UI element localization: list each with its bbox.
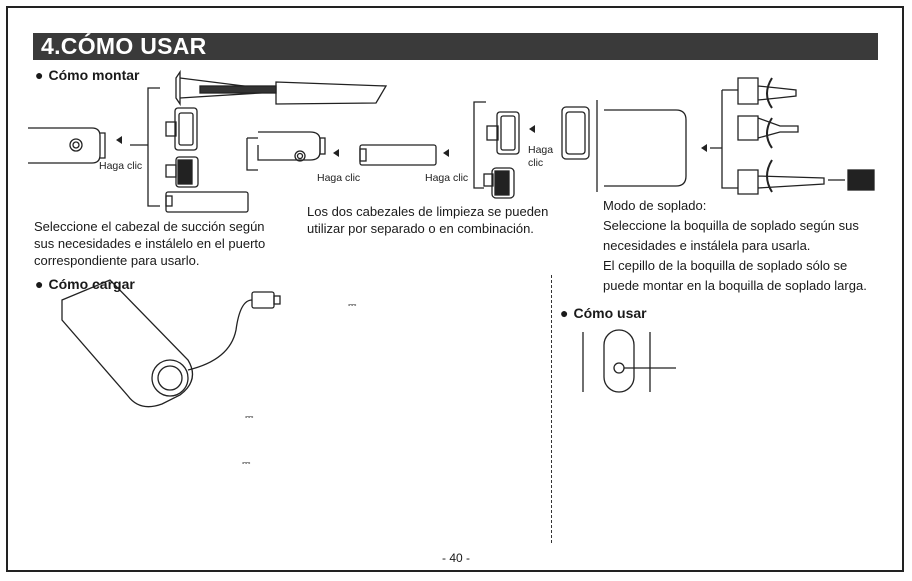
blow-mode-title: Modo de soplado: (603, 198, 707, 213)
use-heading: ●Cómo usar (560, 305, 647, 321)
mount-middle-line: Los dos cabezales de limpieza se pueden (307, 204, 549, 219)
blow-line: puede montar en la boquilla de soplado l… (603, 278, 867, 293)
blow-body (604, 109, 687, 187)
charge-heading-text: Cómo cargar (48, 276, 135, 292)
click-label-2: Haga clic (317, 172, 361, 184)
wide-head (174, 107, 198, 151)
click-label-3: Haga clic (425, 172, 469, 184)
power-button (613, 362, 625, 374)
bullet-dot: ● (35, 276, 44, 292)
page-border (6, 6, 904, 572)
dc-symbol: ⎓ (348, 299, 357, 311)
mounted-head (561, 106, 590, 160)
page-number: - 40 - (441, 551, 470, 565)
bullet-dot: ● (560, 305, 569, 321)
mount-middle-line: utilizar por separado o en combinación. (307, 221, 534, 236)
click-label-5: clic (528, 157, 544, 169)
column-divider (551, 275, 552, 543)
click-label-4: Haga (528, 144, 554, 156)
charge-heading: ●Cómo cargar (35, 276, 135, 292)
extension-tube (165, 191, 249, 213)
blow-line: necesidades e instálela para usarla. (603, 238, 811, 253)
blow-line: El cepillo de la boquilla de soplado sól… (603, 258, 848, 273)
blow-line: Seleccione la boquilla de soplado según … (603, 218, 859, 233)
use-device (603, 329, 635, 393)
mount-left-line: sus necesidades e instálelo en el puerto (34, 236, 266, 251)
use-heading-text: Cómo usar (573, 305, 647, 321)
device-handle-left (28, 127, 101, 164)
blow-mode-block: Modo de soplado: Seleccione la boquilla … (603, 196, 867, 296)
device-button (69, 138, 83, 152)
mount-heading: ●Cómo montar (35, 67, 139, 83)
bullet-dot: ● (35, 67, 44, 83)
crevice-tool (175, 69, 181, 107)
section-title: 4.CÓMO USAR (33, 33, 878, 60)
mid-tube (359, 144, 437, 166)
mount-left-text: Seleccione el cabezal de succión según s… (34, 218, 265, 269)
mount-left-line: correspondiente para usarlo. (34, 253, 200, 268)
click-label-1: Haga clic (99, 160, 143, 172)
dc-symbol: ⎓ (242, 457, 251, 469)
dc-symbol: ⎓ (245, 411, 254, 423)
mount-left-line: Seleccione el cabezal de succión según (34, 219, 265, 234)
mount-middle-text: Los dos cabezales de limpieza se pueden … (307, 203, 548, 237)
mount-heading-text: Cómo montar (48, 67, 140, 83)
usb-plug (251, 291, 275, 309)
charge-device (61, 279, 194, 408)
